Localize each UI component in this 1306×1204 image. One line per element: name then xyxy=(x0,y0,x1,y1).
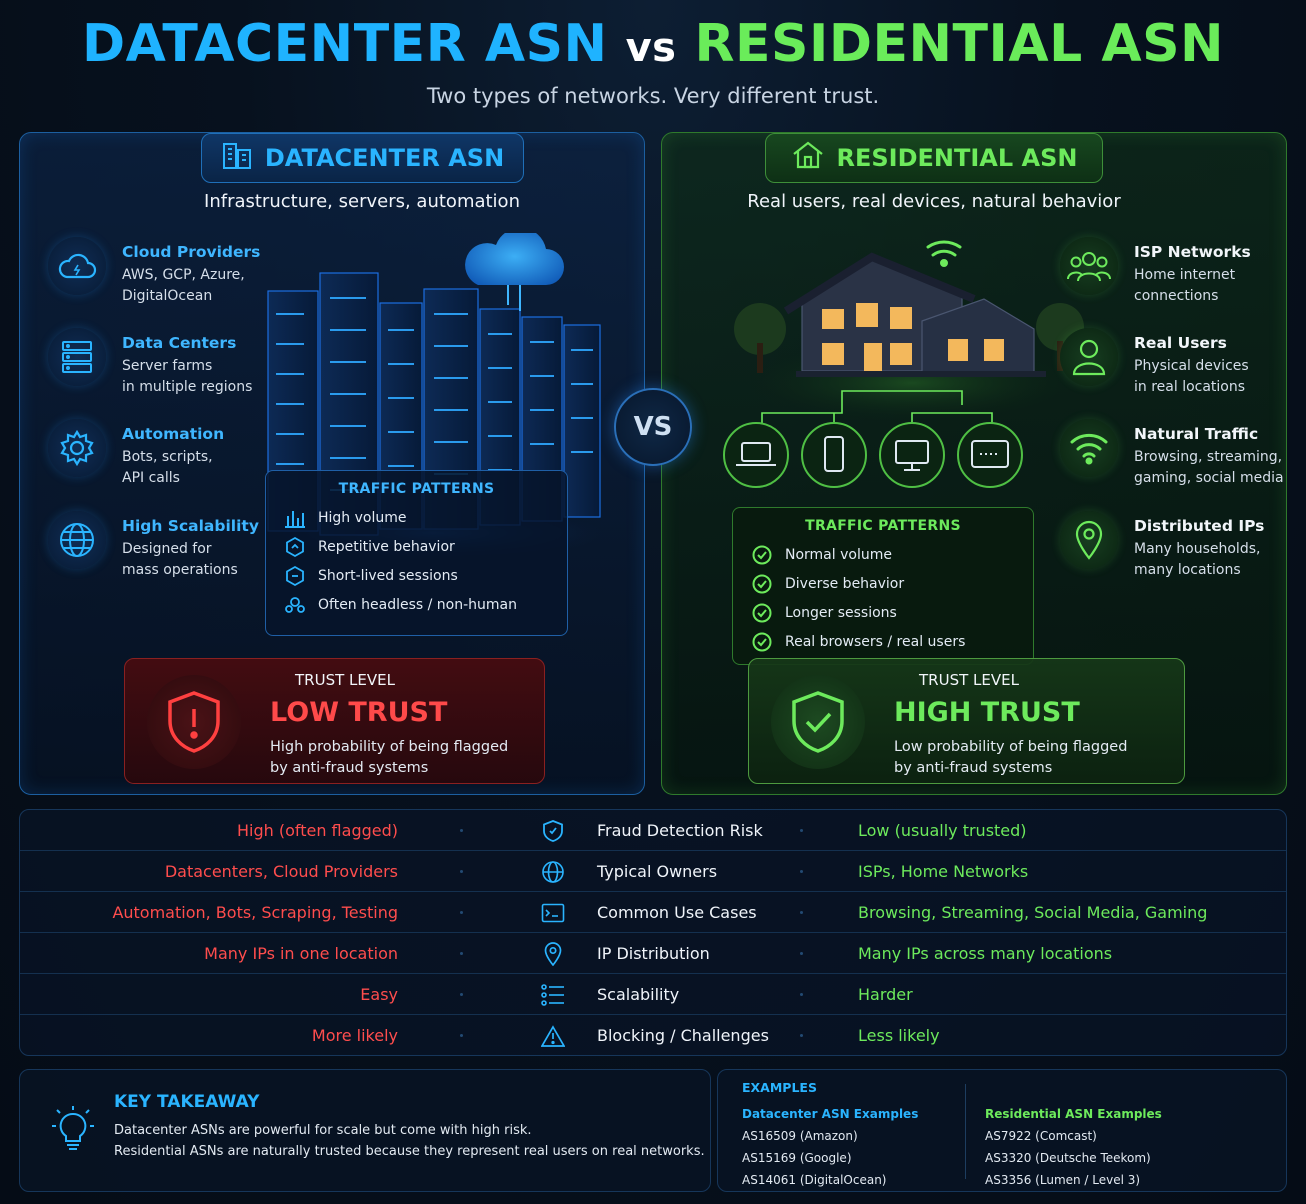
table-row: Easy Scalability Harder xyxy=(20,974,1286,1015)
lightbulb-icon xyxy=(52,1106,94,1150)
trust-description: High probability of being flagged by ant… xyxy=(270,739,509,776)
trust-label: TRUST LEVEL xyxy=(919,671,1019,689)
trust-description: Low probability of being flagged by anti… xyxy=(894,739,1128,776)
list-item: Often headless / non-human xyxy=(284,590,549,619)
residential-trust-level: TRUST LEVEL HIGH TRUST Low probability o… xyxy=(748,658,1185,784)
shield-warning-icon xyxy=(147,675,241,769)
globe-icon xyxy=(540,859,566,885)
repeat-icon xyxy=(284,536,306,558)
datacenter-trust-level: TRUST LEVEL LOW TRUST High probability o… xyxy=(124,658,545,784)
residential-panel: RESIDENTIAL ASN Real users, real devices… xyxy=(661,132,1287,795)
datacenter-traffic-patterns: TRAFFIC PATTERNS High volume Repetitive … xyxy=(265,470,568,636)
table-row: Many IPs in one location IP Distribution… xyxy=(20,933,1286,974)
table-row: Automation, Bots, Scraping, Testing Comm… xyxy=(20,892,1286,933)
datacenter-panel: DATACENTER ASN Infrastructure, servers, … xyxy=(19,132,645,795)
residential-traffic-patterns: TRAFFIC PATTERNS Normal volume Diverse b… xyxy=(732,507,1034,665)
page-title: DATACENTER ASN vs RESIDENTIAL ASN xyxy=(0,14,1306,74)
title-datacenter: DATACENTER ASN xyxy=(81,14,608,74)
check-circle-icon xyxy=(751,544,773,566)
key-takeaway: KEY TAKEAWAY Datacenter ASNs are powerfu… xyxy=(19,1069,711,1192)
divider xyxy=(965,1084,966,1179)
list-item: Diverse behavior xyxy=(751,569,1015,598)
house-devices-illustration xyxy=(723,240,1084,488)
trust-value: HIGH TRUST xyxy=(894,697,1080,728)
feature-cloud-providers: Cloud Providers AWS, GCP, Azure,DigitalO… xyxy=(48,237,260,307)
takeaway-text: Datacenter ASNs are powerful for scale b… xyxy=(114,1123,705,1159)
list-item: Longer sessions xyxy=(751,598,1015,627)
check-circle-icon xyxy=(751,573,773,595)
datacenter-heading: DATACENTER ASN xyxy=(201,133,524,183)
user-icon xyxy=(1060,328,1118,386)
trust-value: LOW TRUST xyxy=(270,697,448,728)
title-vs: vs xyxy=(625,25,677,71)
feature-natural-traffic: Natural Traffic Browsing, streaming,gami… xyxy=(1060,419,1284,489)
residential-heading: RESIDENTIAL ASN xyxy=(765,133,1103,183)
table-row: More likely Blocking / Challenges Less l… xyxy=(20,1015,1286,1056)
list-item: Real browsers / real users xyxy=(751,627,1015,656)
comparison-table: High (often flagged) Fraud Detection Ris… xyxy=(19,809,1287,1056)
warning-icon xyxy=(540,1023,566,1049)
server-icon xyxy=(48,328,106,386)
sliders-icon xyxy=(540,982,566,1008)
examples-title: EXAMPLES xyxy=(742,1080,817,1095)
location-pin-icon xyxy=(540,941,566,967)
check-circle-icon xyxy=(751,631,773,653)
list-item: Short-lived sessions xyxy=(284,561,549,590)
residential-examples: Residential ASN Examples AS7922 (Comcast… xyxy=(985,1107,1162,1187)
residential-subheading: Real users, real devices, natural behavi… xyxy=(747,191,1121,212)
title-residential: RESIDENTIAL ASN xyxy=(694,14,1225,74)
buildings-icon xyxy=(221,140,253,176)
datacenter-subheading: Infrastructure, servers, automation xyxy=(204,191,520,212)
terminal-icon xyxy=(540,900,566,926)
shield-check-icon xyxy=(771,675,865,769)
home-icon xyxy=(791,140,825,176)
feature-distributed-ips: Distributed IPs Many households,many loc… xyxy=(1060,511,1264,581)
takeaway-title: KEY TAKEAWAY xyxy=(114,1092,260,1112)
wifi-icon xyxy=(1060,419,1118,477)
datacenter-heading-label: DATACENTER ASN xyxy=(264,144,505,172)
bot-icon xyxy=(284,594,306,616)
list-item: High volume xyxy=(284,503,549,532)
datacenter-examples: Datacenter ASN Examples AS16509 (Amazon)… xyxy=(742,1107,919,1187)
trust-label: TRUST LEVEL xyxy=(295,671,395,689)
location-pin-icon xyxy=(1060,511,1118,569)
shield-icon xyxy=(540,818,566,844)
globe-icon xyxy=(48,511,106,569)
examples-box: EXAMPLES Datacenter ASN Examples AS16509… xyxy=(717,1069,1287,1192)
users-group-icon xyxy=(1060,237,1118,295)
residential-heading-label: RESIDENTIAL ASN xyxy=(836,144,1078,172)
table-row: Datacenters, Cloud Providers Typical Own… xyxy=(20,851,1286,892)
session-icon xyxy=(284,565,306,587)
check-circle-icon xyxy=(751,602,773,624)
list-item: Normal volume xyxy=(751,540,1015,569)
table-row: High (often flagged) Fraud Detection Ris… xyxy=(20,810,1286,851)
gear-icon xyxy=(48,419,106,477)
bar-chart-icon xyxy=(284,507,306,529)
vs-badge: VS xyxy=(614,388,692,466)
page-subtitle: Two types of networks. Very different tr… xyxy=(426,84,880,108)
list-item: Repetitive behavior xyxy=(284,532,549,561)
cloud-icon xyxy=(48,237,106,295)
feature-automation: Automation Bots, scripts,API calls xyxy=(48,419,224,489)
